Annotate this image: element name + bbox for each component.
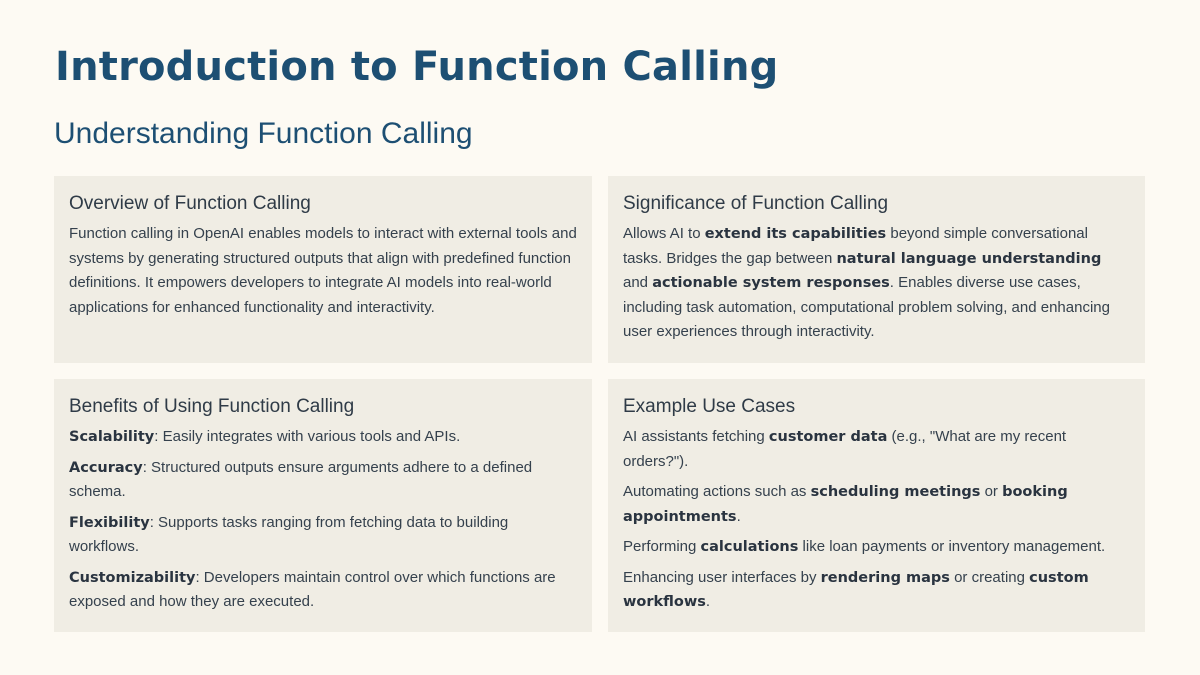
benefits-card: Benefits of Using Function Calling Scala… xyxy=(54,379,592,632)
example-text: or creating xyxy=(949,568,1030,586)
significance-emphasis-2: natural language understanding xyxy=(836,250,1102,267)
example-text: Enhancing user interfaces by xyxy=(623,568,821,586)
examples-heading: Example Use Cases xyxy=(623,396,796,417)
benefit-item: Scalability: Easily integrates with vari… xyxy=(69,425,577,450)
significance-emphasis-3: actionable system responses xyxy=(652,275,890,291)
example-text: AI assistants fetching xyxy=(623,428,769,445)
example-emphasis: customer data xyxy=(768,429,888,445)
example-emphasis: custom workflows xyxy=(623,569,1089,611)
overview-card: Overview of Function Calling Function ca… xyxy=(54,176,592,363)
example-text: Automating actions such as xyxy=(623,483,811,500)
example-item: AI assistants fetching customer data (e.… xyxy=(623,425,1130,474)
benefit-item: Accuracy: Structured outputs ensure argu… xyxy=(69,456,577,505)
benefits-heading: Benefits of Using Function Calling xyxy=(69,396,355,417)
example-emphasis: booking appointments xyxy=(623,484,1068,525)
benefit-term: Accuracy xyxy=(69,459,143,476)
example-text: like loan payments or inventory manageme… xyxy=(798,538,1106,555)
significance-heading: Significance of Function Calling xyxy=(623,193,889,214)
examples-card: Example Use Cases AI assistants fetching… xyxy=(608,379,1145,632)
overview-heading: Overview of Function Calling xyxy=(69,193,311,214)
example-text: (e.g., "What are my recent orders?"). xyxy=(623,428,1067,470)
significance-text-1: Allows AI to xyxy=(623,225,705,242)
page-title: Introduction to Function Calling xyxy=(55,44,779,90)
example-text: or xyxy=(980,483,1003,500)
example-item: Automating actions such as scheduling me… xyxy=(623,480,1130,529)
benefit-item: Flexibility: Supports tasks ranging from… xyxy=(69,511,577,560)
example-item: Enhancing user interfaces by rendering m… xyxy=(623,566,1130,615)
significance-text-4: . Enables diverse use cases, including t… xyxy=(623,274,1110,340)
page-subtitle: Understanding Function Calling xyxy=(54,117,473,150)
significance-emphasis-1: extend its capabilities xyxy=(704,226,887,242)
benefit-text: : Easily integrates with various tools a… xyxy=(154,428,461,445)
example-emphasis: scheduling meetings xyxy=(810,484,981,500)
significance-text-3: and xyxy=(623,274,653,291)
benefit-text: : Structured outputs ensure arguments ad… xyxy=(69,458,533,501)
example-text: . xyxy=(736,507,741,525)
benefit-text: : Developers maintain control over which… xyxy=(69,568,556,611)
benefit-term: Flexibility xyxy=(69,514,150,531)
overview-body: Function calling in OpenAI enables model… xyxy=(69,225,577,316)
example-text: . xyxy=(705,593,711,610)
example-item: Performing calculations like loan paymen… xyxy=(623,535,1130,560)
example-emphasis: rendering maps xyxy=(820,569,950,586)
example-text: Performing xyxy=(623,538,701,555)
benefit-item: Customizability: Developers maintain con… xyxy=(69,566,577,615)
benefit-text: : Supports tasks ranging from fetching d… xyxy=(69,513,509,556)
benefit-term: Customizability xyxy=(69,569,196,586)
example-emphasis: calculations xyxy=(700,539,799,555)
significance-card: Significance of Function Calling Allows … xyxy=(608,176,1145,363)
benefit-term: Scalability xyxy=(69,429,155,445)
significance-body: Allows AI to extend its capabilities bey… xyxy=(623,222,1130,345)
significance-text-2: beyond simple conversational tasks. Brid… xyxy=(623,225,1088,267)
